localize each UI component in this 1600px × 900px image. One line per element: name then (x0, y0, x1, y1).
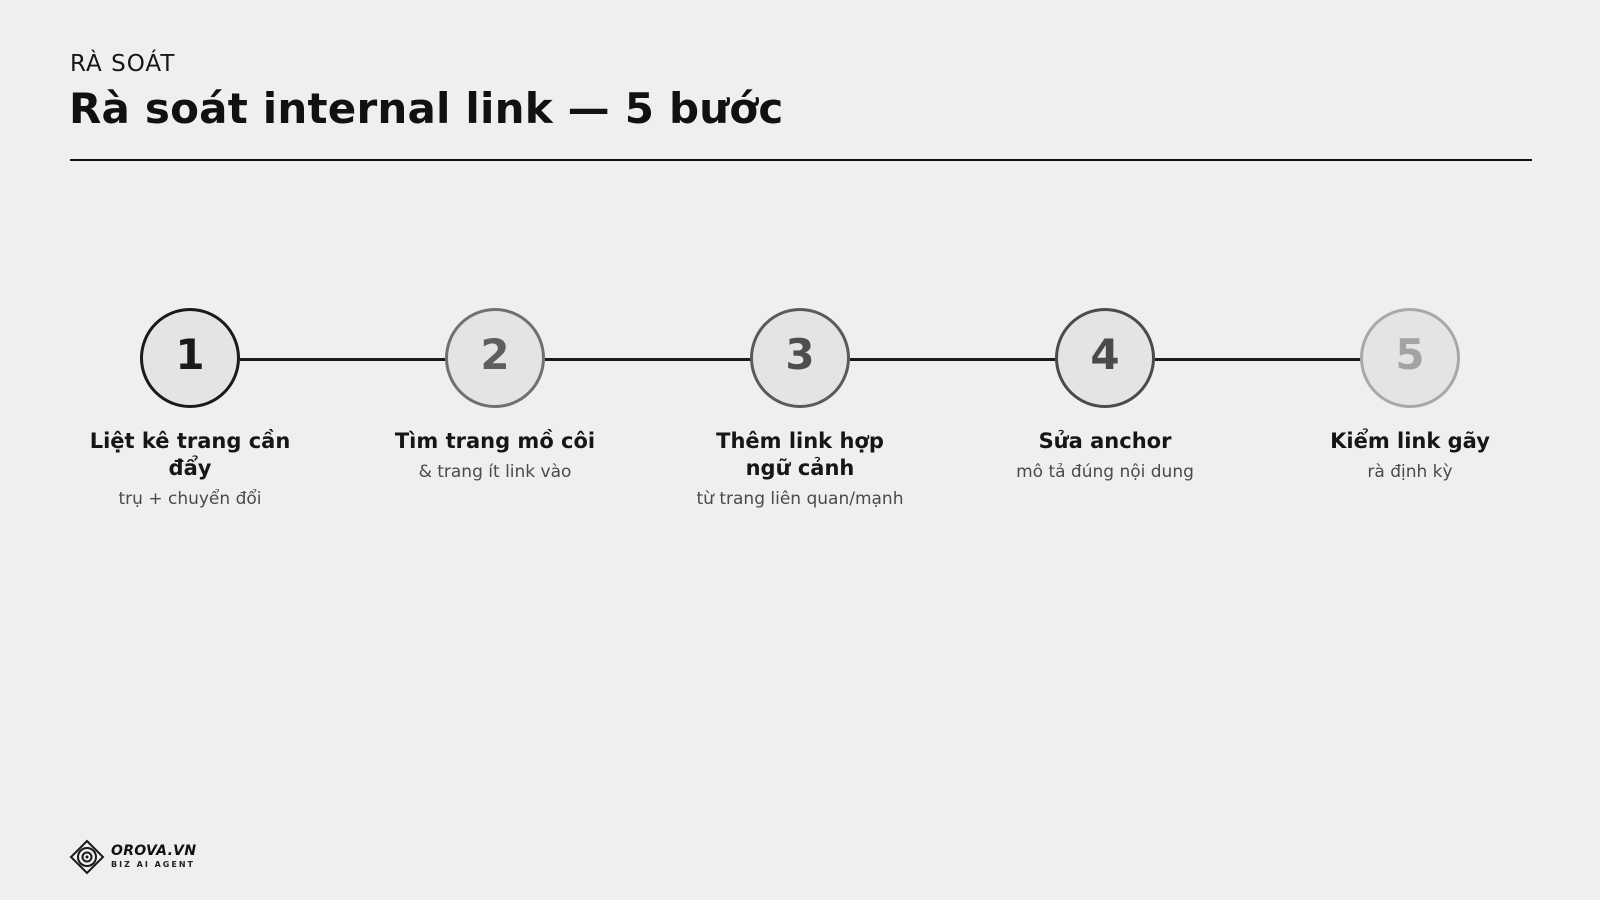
connector-line (1155, 358, 1362, 361)
step-title: Sửa anchor (1038, 429, 1172, 453)
step-number: 2 (480, 330, 510, 379)
step-1: 1 Liệt kê trang cần đẩy trụ + chuyển đổi (50, 308, 330, 510)
step-number-circle: 5 (1360, 308, 1460, 408)
step-number: 1 (175, 330, 205, 379)
title-divider (70, 159, 1532, 161)
page-title: Rà soát internal link — 5 bước (69, 84, 784, 133)
step-3: 3 Thêm link hợp ngữ cảnh từ trang liên q… (660, 308, 940, 510)
step-number: 3 (785, 330, 815, 379)
step-number: 5 (1395, 330, 1425, 379)
orova-logo-icon (69, 839, 105, 875)
connector-line (240, 358, 446, 361)
brand-name: OROVA.VN (111, 843, 197, 859)
step-number-circle: 4 (1055, 308, 1155, 408)
eyebrow: RÀ SOÁT (70, 51, 176, 77)
step-subtitle: rà định kỳ (1367, 462, 1453, 482)
connector-line (850, 358, 1057, 361)
step-title: Thêm link hợp ngữ cảnh (716, 429, 884, 480)
brand-logo: OROVA.VN BIZ AI AGENT (69, 839, 196, 875)
step-subtitle: từ trang liên quan/mạnh (696, 489, 904, 509)
step-title: Tìm trang mồ côi (394, 429, 596, 453)
step-4: 4 Sửa anchor mô tả đúng nội dung (965, 308, 1245, 483)
step-number-circle: 1 (140, 308, 240, 408)
step-number-circle: 2 (445, 308, 545, 408)
step-5: 5 Kiểm link gãy rà định kỳ (1270, 308, 1550, 483)
step-subtitle: trụ + chuyển đổi (118, 489, 262, 509)
step-subtitle: mô tả đúng nội dung (1016, 462, 1194, 482)
step-number: 4 (1090, 330, 1120, 379)
step-title: Kiểm link gãy (1330, 429, 1490, 453)
connector-line (545, 358, 752, 361)
step-number-circle: 3 (750, 308, 850, 408)
step-subtitle: & trang ít link vào (418, 462, 572, 482)
brand-tagline: BIZ AI AGENT (111, 860, 195, 869)
step-2: 2 Tìm trang mồ côi & trang ít link vào (355, 308, 635, 483)
process-timeline: 1 Liệt kê trang cần đẩy trụ + chuyển đổi… (50, 308, 1550, 510)
step-title: Liệt kê trang cần đẩy (89, 429, 291, 480)
